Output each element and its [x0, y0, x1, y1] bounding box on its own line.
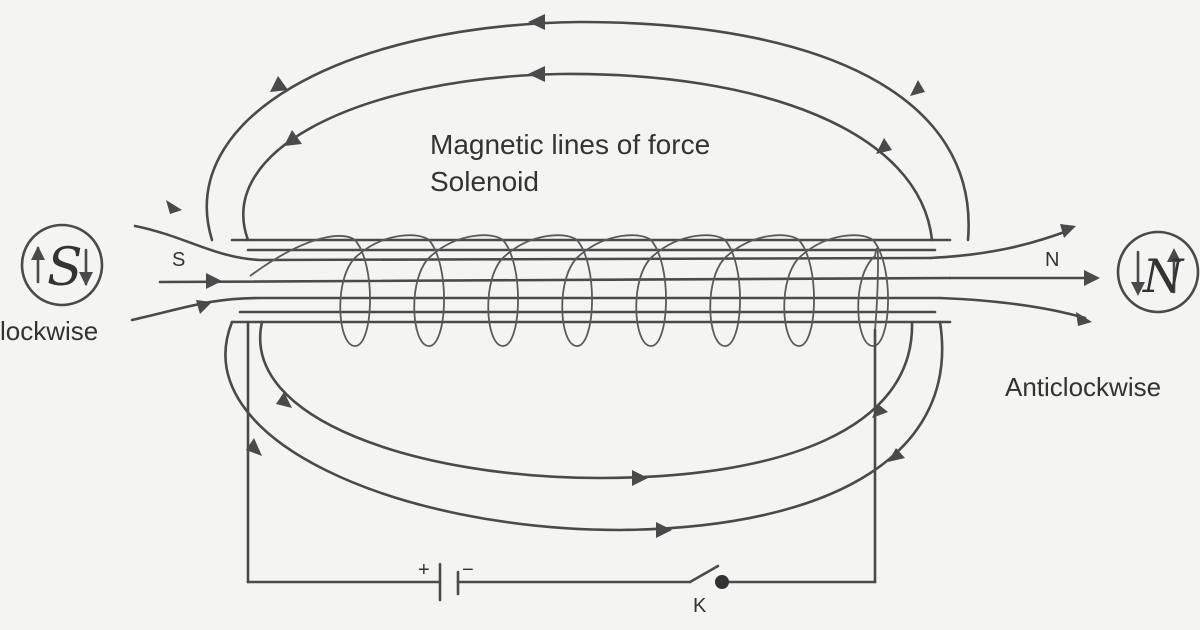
arrow-out-lower [1076, 312, 1092, 326]
south-pole-label: S [172, 249, 185, 271]
compass-right-arrowhead-right [1167, 248, 1181, 262]
arrow-out-middle [1084, 270, 1100, 286]
compass-right-glyph: N [1142, 249, 1185, 303]
field-line-top-outer [205, 20, 970, 242]
compass-left-arrowhead-right [79, 272, 93, 286]
arrow-in-lower [196, 300, 212, 314]
arrow-top-outer-3 [910, 80, 925, 96]
arrow-bot-inner-2 [276, 392, 292, 408]
key-contact [715, 575, 729, 589]
arrow-in-upper [166, 200, 182, 214]
circuit [246, 320, 877, 602]
left-caption: lockwise [0, 316, 98, 346]
field-line-in-middle [158, 276, 952, 284]
title-line-1: Magnetic lines of force [430, 129, 710, 160]
field-line-out-lower [938, 296, 1087, 320]
arrow-top-inner-2 [284, 130, 302, 146]
compass-left-arrowhead-left [31, 246, 45, 260]
arrow-bot-inner-1 [632, 470, 648, 486]
arrow-top-inner-1 [528, 66, 545, 82]
field-line-out-upper [928, 228, 1072, 260]
field-line-in-upper [133, 224, 932, 262]
solenoid-coil [249, 234, 889, 347]
compass-left-ring [20, 223, 104, 307]
coil-winding [249, 234, 889, 347]
title-line-2: Solenoid [430, 166, 539, 197]
compass-right-ring [1116, 230, 1200, 314]
compass-north-face [1116, 230, 1200, 314]
right-caption: Anticlockwise [1005, 372, 1161, 402]
compass-right-arrowhead-left [1131, 282, 1145, 296]
field-arrows [166, 14, 1100, 538]
field-line-in-lower [130, 296, 942, 322]
field-line-bottom-outer [224, 320, 944, 532]
arrow-top-inner-3 [876, 138, 892, 154]
arrow-top-outer-2 [270, 76, 288, 92]
key-label: K [693, 595, 707, 617]
north-pole-label: N [1045, 249, 1059, 271]
arrow-in-middle [206, 273, 222, 289]
battery-plus-label: + [418, 559, 430, 581]
arrow-bot-outer-3 [888, 448, 905, 462]
arrow-bot-outer-1 [656, 522, 672, 538]
compass-south-face [20, 223, 104, 307]
key-lever [688, 564, 720, 584]
compass-left-glyph: S [47, 238, 83, 298]
arrow-out-upper [1060, 224, 1076, 238]
battery-minus-label: − [462, 559, 474, 581]
arrow-bot-outer-2 [246, 438, 262, 456]
arrow-top-outer-1 [528, 14, 545, 30]
